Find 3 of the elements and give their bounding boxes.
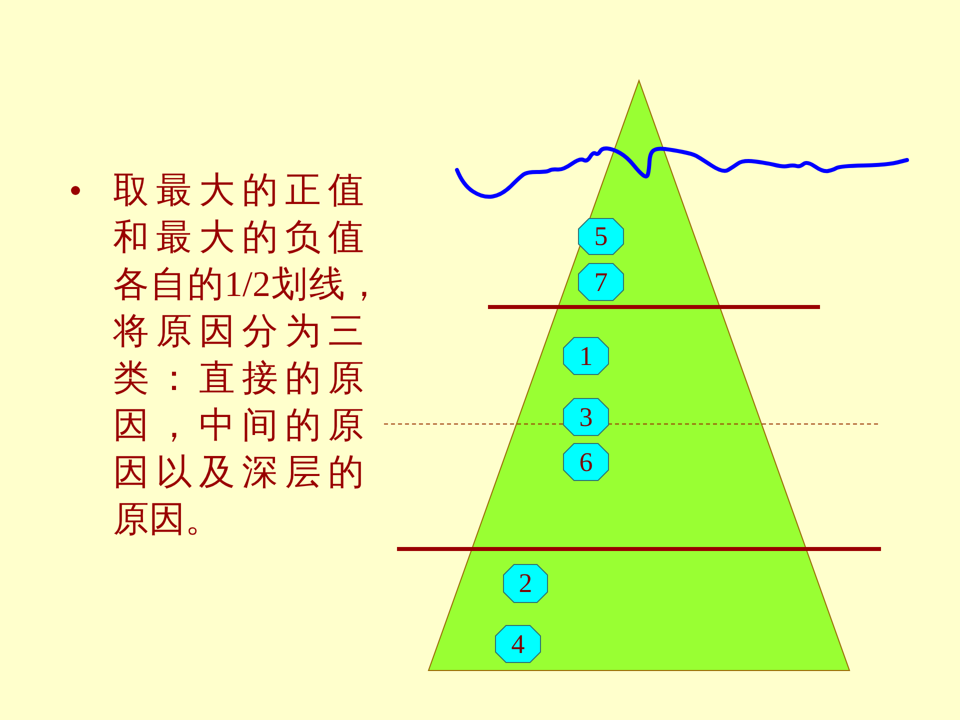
triangle-shape bbox=[428, 80, 850, 671]
number-octagon: 5 bbox=[578, 218, 624, 255]
bullet-text: 取最大的正值和最大的负值各自的1/2划线，将原因分为三类：直接的原因，中间的原因以及深层的原因。 bbox=[113, 169, 372, 541]
